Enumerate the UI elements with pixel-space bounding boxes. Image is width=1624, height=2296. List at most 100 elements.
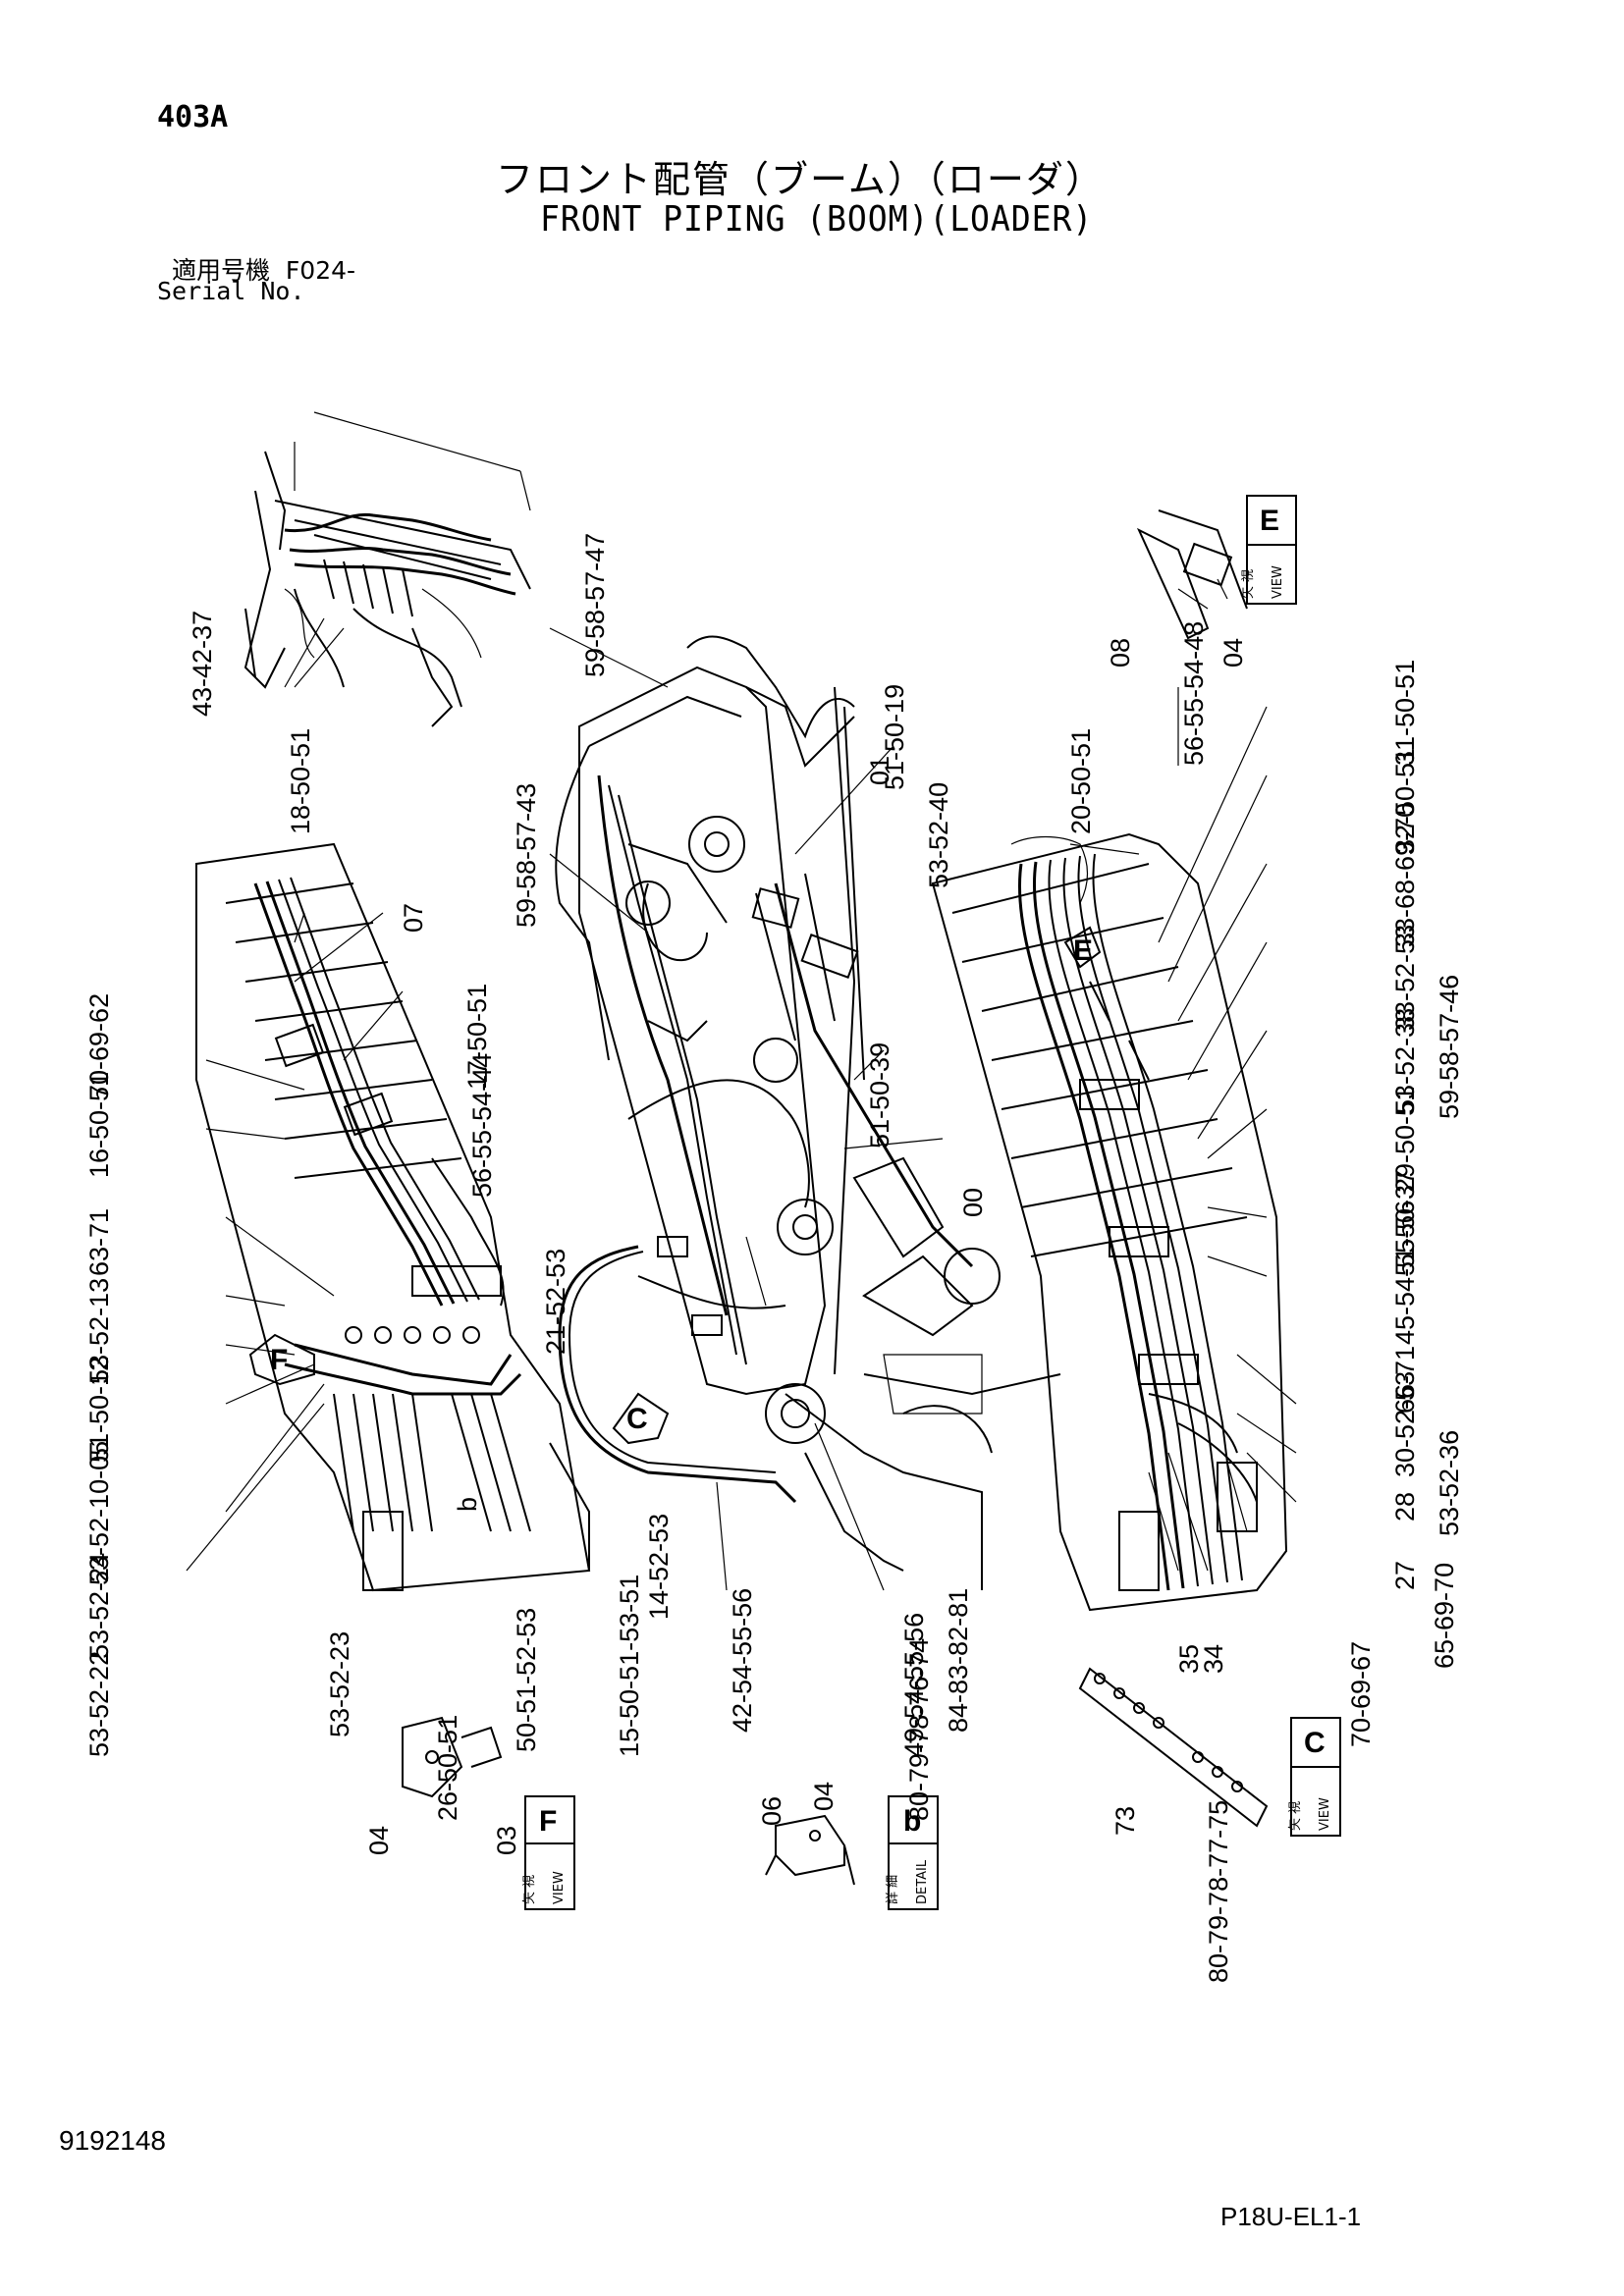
part-callout: 45-54-55-56: [1390, 1201, 1420, 1345]
part-callout: 80-79-78-76-74: [904, 1638, 934, 1821]
part-callout: 53-52-13: [84, 1278, 114, 1384]
view-box-f-letter: F: [539, 1805, 557, 1838]
right-arm-assembly: [931, 832, 1288, 1612]
part-callout: 56-55-54-44: [467, 1053, 497, 1198]
part-callout: 80-79-78-77-75: [1204, 1800, 1233, 1983]
part-callout: 84-83-82-81: [944, 1588, 973, 1733]
part-callout: 33-68-69-70: [1390, 803, 1420, 947]
view-box-c: C 矢 視 VIEW: [1288, 1717, 1341, 1837]
part-callout: 51-50-12: [84, 1357, 114, 1463]
part-callout: 63-71: [84, 1208, 114, 1276]
view-box-b-letter: b: [903, 1805, 921, 1838]
arrow-e-label: E: [1073, 934, 1093, 967]
part-callout: 43-42-37: [188, 611, 217, 717]
part-callout: 30-52-53: [1390, 1371, 1420, 1477]
view-box-f-kind-jp: 矢 視: [522, 1875, 537, 1904]
page-code: 403A: [157, 100, 229, 134]
view-box-c-kind-en: VIEW: [1318, 1797, 1332, 1831]
view-f-detail: [402, 1716, 503, 1798]
part-callout: 26-50-51: [433, 1715, 462, 1821]
view-box-f: F 矢 視 VIEW: [522, 1795, 575, 1910]
part-callout: 00: [958, 1188, 988, 1217]
part-callout: 14-52-53: [644, 1514, 674, 1620]
view-box-c-kind-jp: 矢 視: [1288, 1801, 1303, 1831]
view-box-b-kind-en: DETAIL: [915, 1859, 930, 1904]
part-callout: 06: [757, 1796, 786, 1826]
part-callout: 51-50-37: [1390, 1170, 1420, 1276]
part-callout: 18-50-51: [286, 728, 315, 834]
part-callout: 04: [1218, 638, 1248, 667]
part-callout: 70-69-62: [84, 993, 114, 1099]
detail-b: [765, 1814, 855, 1886]
part-callout: 42-54-55-56: [728, 1588, 757, 1733]
arrow-marker-f: F: [248, 1333, 315, 1386]
part-callout: 35: [1174, 1644, 1204, 1674]
part-callout: 17-50-51: [462, 984, 492, 1090]
serial-value: F024-: [285, 256, 356, 285]
serial-label-japanese: 適用号機 F024-: [172, 251, 355, 287]
part-callout: 07: [399, 903, 428, 933]
part-callout: 49-54-55-56: [899, 1613, 929, 1757]
part-callout: 31-50-51: [1390, 660, 1420, 766]
boom-assembly: [555, 635, 1061, 1590]
view-box-f-kind-en: VIEW: [552, 1871, 567, 1904]
part-callout: 51-50-39: [865, 1042, 894, 1148]
serial-label: Serial No.: [157, 277, 305, 305]
part-callout: 27: [1390, 1561, 1420, 1590]
part-callout: 01: [865, 756, 894, 785]
part-callout: 33-52-53: [1390, 925, 1420, 1031]
part-callout: 21-52-53: [541, 1249, 570, 1355]
part-callout: 04: [364, 1826, 394, 1855]
document-number: 9192148: [59, 2125, 167, 2156]
part-callout: 53-52-23: [325, 1631, 354, 1737]
part-callout: 59-58-57-47: [580, 533, 610, 677]
view-e-detail: [1136, 509, 1248, 640]
part-callout: 66-71: [1390, 1346, 1420, 1414]
part-callout: 50-51-52-53: [512, 1608, 541, 1752]
part-callout: 53-52-36: [1435, 1430, 1464, 1536]
view-box-e: E 矢 視 VIEW: [1241, 495, 1297, 605]
view-box-c-letter: C: [1304, 1727, 1326, 1759]
part-callout: 16-50-51: [84, 1072, 114, 1178]
page-id: P18U-EL1-1: [1220, 2202, 1362, 2231]
arrow-marker-e: E: [1063, 926, 1102, 969]
part-callout: 08: [1106, 638, 1135, 667]
part-callout: 73: [1110, 1806, 1140, 1836]
part-callout: 59-58-57-46: [1435, 975, 1464, 1119]
top-left-assembly: [244, 411, 531, 727]
part-callout: 53-52-22: [84, 1651, 114, 1757]
part-callout: 59-58-57-43: [512, 783, 541, 928]
part-callout: 70-69-67: [1346, 1641, 1376, 1747]
part-callout: 15-50-51-53-51: [615, 1575, 644, 1757]
view-c-detail: [1078, 1667, 1269, 1828]
part-callouts: 43-42-37 59-58-57-47 08 04 18-50-51 59-58-57-…: [84, 533, 1464, 1983]
part-callout: 53-52-10-05: [84, 1441, 114, 1585]
arrow-c-label: C: [626, 1403, 648, 1435]
part-callout: 29-50-51: [1390, 1087, 1420, 1193]
part-callout: 51-50-19: [880, 684, 909, 790]
leader-lines: [186, 578, 1297, 1591]
part-callout: 56-55-54-48: [1179, 621, 1209, 766]
part-callout: 53-52-40: [924, 782, 953, 888]
part-callout: 32-50-51: [1390, 748, 1420, 854]
view-box-e-kind-en: VIEW: [1271, 565, 1285, 599]
view-box-b-kind-jp: 詳 細: [885, 1875, 900, 1904]
serial-label-jp: 適用号機: [172, 256, 271, 285]
view-box-b: b 詳 細 DETAIL: [885, 1795, 939, 1910]
page-title-japanese: フロント配管（ブーム）（ローダ）: [496, 158, 1105, 201]
arrow-f-label: F: [270, 1344, 288, 1376]
part-callout: 04: [809, 1782, 839, 1811]
part-callout: 53-52-38: [1390, 1008, 1420, 1114]
page-title: FRONT PIPING (BOOM)(LOADER): [540, 199, 1094, 240]
arrow-marker-c: C: [612, 1392, 670, 1445]
part-callout: 34: [1199, 1644, 1228, 1674]
part-callout: 03: [492, 1826, 521, 1855]
part-callout: 65-69-70: [1430, 1563, 1459, 1669]
part-callout: 20-50-51: [1066, 728, 1096, 834]
view-box-e-letter: E: [1260, 505, 1279, 537]
part-callout: 53-52-24: [84, 1553, 114, 1659]
part-callout: b: [453, 1497, 482, 1512]
view-box-e-kind-jp: 矢 視: [1241, 569, 1256, 599]
part-callout: 28: [1390, 1492, 1420, 1522]
